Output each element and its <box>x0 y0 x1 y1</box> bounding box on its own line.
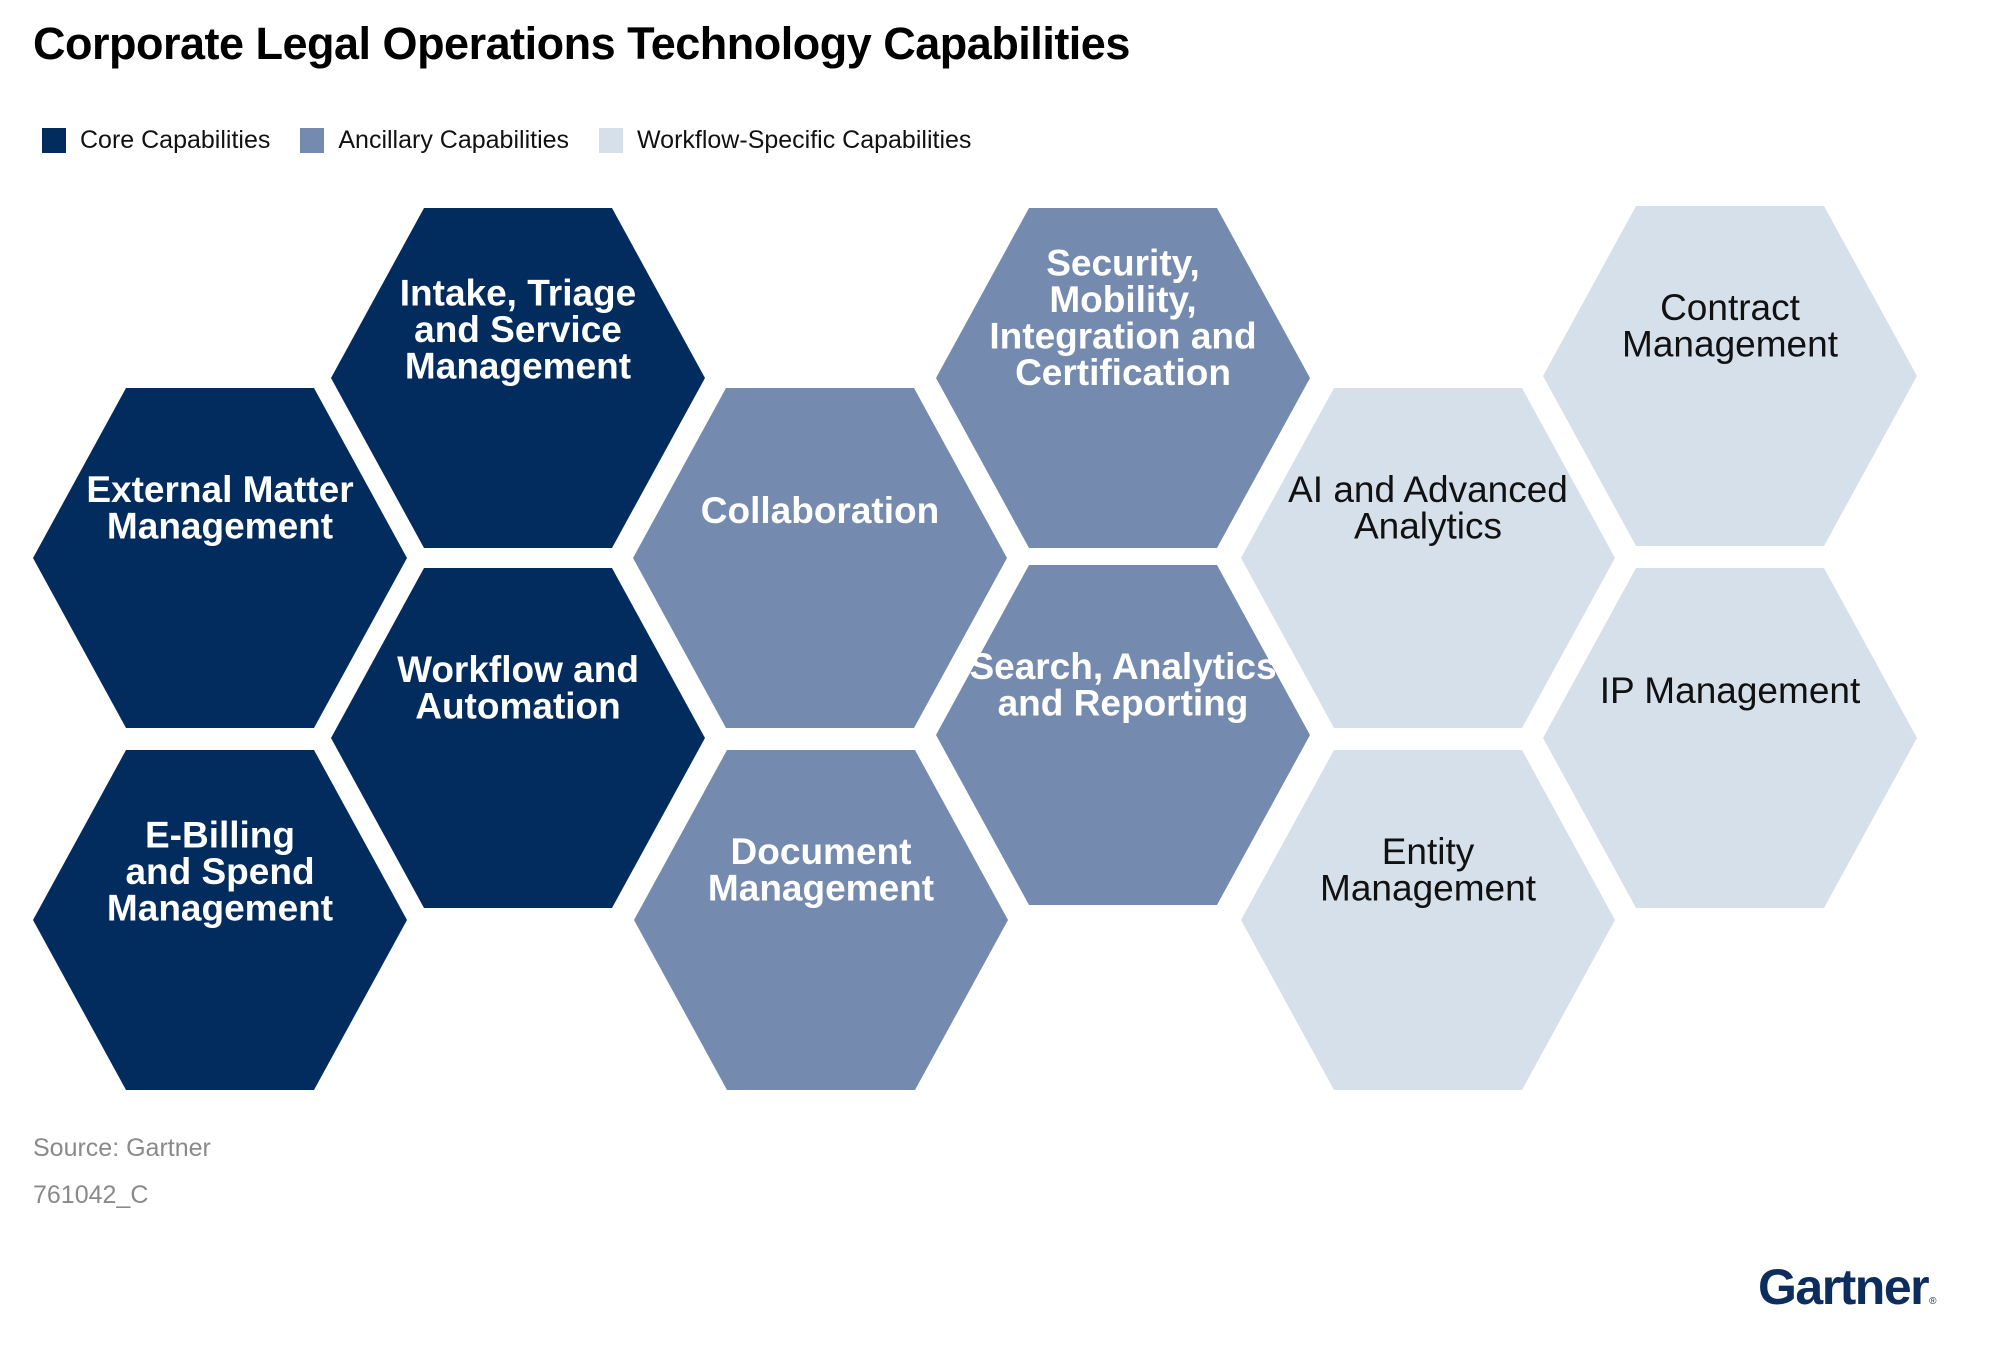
hexagon-shape <box>331 208 705 548</box>
hexagon-label-line: Security, <box>1046 242 1200 283</box>
hexagon-label-line: Document <box>731 831 912 872</box>
legend: Core Capabilities Ancillary Capabilities… <box>42 126 1001 155</box>
legend-label-core: Core Capabilities <box>80 126 271 154</box>
hexagon-shape <box>936 208 1310 548</box>
legend-label-workflow-specific: Workflow-Specific Capabilities <box>637 126 972 154</box>
source-note: Source: Gartner <box>33 1134 211 1162</box>
hexagon-label-line: Management <box>405 346 631 387</box>
figure-id: 761042_C <box>33 1181 149 1209</box>
hexagon-shape <box>33 750 407 1090</box>
legend-item-core: Core Capabilities <box>42 126 270 155</box>
hexagon-label-line: Management <box>1320 867 1537 908</box>
hexagon-label-line: AI and Advanced <box>1288 469 1568 510</box>
hexagon-label: Collaboration <box>701 490 939 531</box>
hexagon-label-line: E-Billing <box>145 815 295 856</box>
hexagon-shape <box>633 388 1007 728</box>
legend-item-workflow-specific: Workflow-Specific Capabilities <box>599 126 971 155</box>
logo-text: Gartner <box>1758 1259 1930 1315</box>
hexagon-shape <box>1241 750 1615 1090</box>
hexagon-label-line: Automation <box>415 685 621 726</box>
hexagon-label-line: Intake, Triage <box>400 273 637 314</box>
legend-label-ancillary: Ancillary Capabilities <box>338 126 570 154</box>
hexagon-label-line: External Matter <box>86 469 353 510</box>
hexagon-label-line: IP Management <box>1600 670 1861 711</box>
hexagon-shape <box>1241 388 1615 728</box>
hexagon-label-line: Analytics <box>1354 505 1502 546</box>
legend-swatch-workflow-specific <box>599 128 624 153</box>
hexagon-label-line: and Reporting <box>998 682 1249 723</box>
gartner-logo: Gartner® <box>1758 1258 1936 1316</box>
hexagon-shape <box>1543 568 1917 908</box>
page-title: Corporate Legal Operations Technology Ca… <box>33 18 1130 69</box>
hexagon-label: IP Management <box>1600 670 1861 711</box>
hexagon-label-line: Mobility, <box>1049 279 1196 320</box>
hexagon-shape <box>634 750 1008 1090</box>
legend-swatch-ancillary <box>300 128 325 153</box>
hexagon-shape <box>33 388 407 728</box>
hexagon-label-line: and Service <box>414 309 622 350</box>
hexagon-label-line: and Spend <box>125 851 314 892</box>
hexagon-label-line: Management <box>1622 323 1839 364</box>
hexagon-collaboration: Collaboration <box>633 388 1007 728</box>
hexagon-label-line: Management <box>107 505 333 546</box>
hexagon-label-line: Certification <box>1015 352 1231 393</box>
hexagon-shape <box>936 565 1310 905</box>
registered-mark-icon: ® <box>1929 1296 1936 1307</box>
hexagon-label-line: Management <box>107 888 333 929</box>
hexagon-shape <box>1543 206 1917 546</box>
legend-item-ancillary: Ancillary Capabilities <box>300 126 569 155</box>
hexagon-label-line: Contract <box>1660 287 1801 328</box>
hexagon-label-line: Collaboration <box>701 490 939 531</box>
hexagon-label-line: Integration and <box>989 315 1256 356</box>
hexagon-shape <box>331 568 705 908</box>
hexagon-label-line: Search, Analytics <box>969 646 1276 687</box>
hexagon-label-line: Entity <box>1382 831 1475 872</box>
hexagon-label-line: Management <box>708 867 934 908</box>
hexagon-ip-management: IP Management <box>1543 568 1917 908</box>
legend-swatch-core <box>42 128 66 153</box>
hexagon-label-line: Workflow and <box>397 649 639 690</box>
